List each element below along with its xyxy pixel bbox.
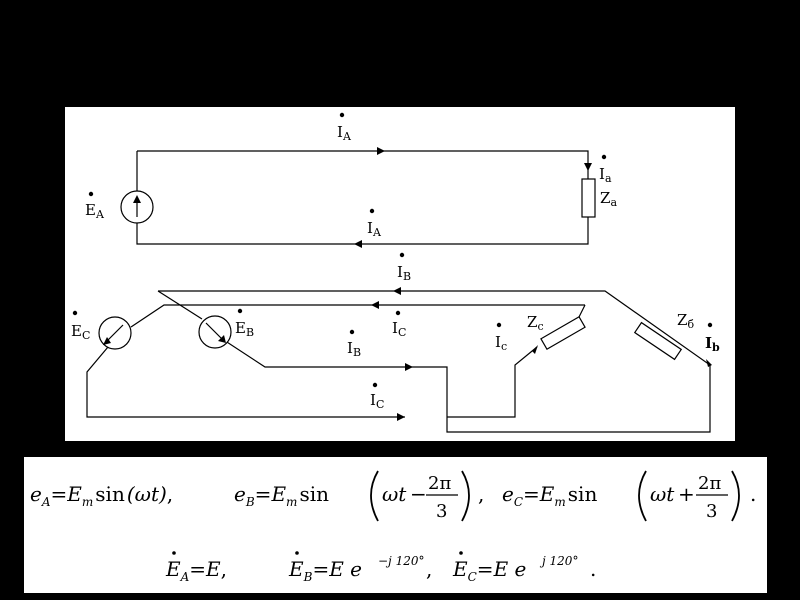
label-ib-top: IB [397, 263, 411, 283]
label-ec: EC [71, 322, 90, 342]
wire-a-top [137, 150, 589, 179]
arrow-ic-mid [371, 301, 379, 309]
wire-c-top [130, 304, 585, 328]
svg-text:,: , [478, 482, 484, 506]
wire-b-phase [158, 290, 711, 433]
arrow-ib-load [706, 359, 712, 367]
svg-text:ωt: ωt [382, 482, 407, 506]
svg-text:−: − [410, 482, 427, 506]
label-ea: EA [85, 201, 105, 221]
svg-text:2π: 2π [428, 473, 451, 494]
label-ib-load: Ib [705, 334, 720, 354]
svg-text:.: . [590, 557, 596, 581]
wire-c-bottom [86, 346, 405, 418]
arrow-eb [218, 335, 226, 343]
arrow-ec [103, 337, 111, 345]
label-ia-load: Ia [599, 165, 612, 185]
label-ia-return: IA [367, 219, 382, 239]
svg-text:+: + [678, 482, 695, 506]
circuit-svg: IA Ia Za EA IA IB EC EB IC Zc Zб Ic Ib I… [71, 112, 720, 433]
label-zc: Zc [527, 313, 544, 333]
label-ic-load: Ic [495, 333, 507, 353]
impedance-c [540, 315, 586, 351]
source-eb-arrow [205, 322, 224, 341]
svg-text:ωt: ωt [650, 482, 675, 506]
arrow-ia-load [584, 163, 592, 171]
label-ia: IA [337, 123, 352, 143]
label-eb: EB [235, 319, 254, 339]
label-zb: Zб [677, 311, 694, 331]
svg-text:EA=E,: EA=E, [165, 557, 227, 584]
impedance-a [581, 178, 596, 218]
svg-text:EC=E e: EC=E e [452, 557, 526, 584]
arrow-ia [377, 147, 385, 155]
svg-text:EB=E e: EB=E e [288, 557, 362, 584]
arrow-ib-top [393, 287, 401, 295]
arrow-ia-return [354, 240, 362, 248]
label-ib-bottom: IB [347, 339, 361, 359]
svg-text:3: 3 [436, 501, 447, 522]
label-ic-mid: IC [392, 319, 406, 339]
arrow-ea [133, 195, 141, 203]
svg-text:−j 120°: −j 120° [378, 554, 425, 568]
label-za: Za [600, 189, 617, 209]
svg-text:j 120°: j 120° [539, 554, 578, 568]
label-ic-bottom: IC [370, 391, 384, 411]
arrow-ic-load [532, 345, 538, 354]
arrow-ic-bottom [397, 413, 405, 421]
source-ec-arrow [105, 324, 124, 343]
svg-text:2π: 2π [698, 473, 721, 494]
arrow-ib-bottom [405, 363, 413, 371]
svg-text:,: , [426, 557, 432, 581]
svg-text:.: . [750, 482, 756, 506]
circuit-diagram: IA Ia Za EA IA IB EC EB IC Zc Zб Ic Ib I… [65, 107, 735, 441]
wire-c-load [447, 346, 538, 418]
impedance-b [633, 321, 683, 361]
wire-a-bottom [136, 217, 589, 245]
svg-text:3: 3 [706, 501, 717, 522]
formula-line-2: EA=E, EB=E e −j 120° , EC=E e j 120° . [165, 551, 596, 584]
